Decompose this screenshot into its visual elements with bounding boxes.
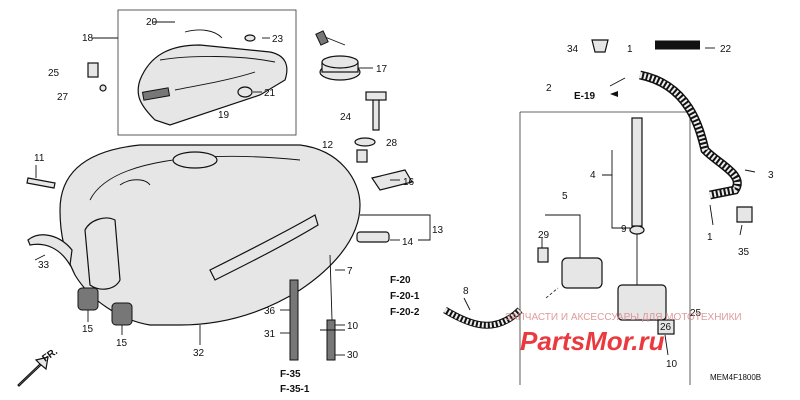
leader-line bbox=[609, 77, 626, 87]
leader-line bbox=[34, 254, 46, 261]
callout-4: 4 bbox=[590, 170, 596, 181]
callout-2: 2 bbox=[546, 83, 552, 94]
callout-10: 10 bbox=[347, 321, 359, 332]
callout-22: 22 bbox=[720, 44, 732, 55]
watermark-brand: PartsMor.ru bbox=[520, 326, 665, 356]
callout-31: 31 bbox=[264, 329, 276, 340]
callout-12: 12 bbox=[322, 140, 334, 151]
vent-hose-part bbox=[638, 70, 742, 200]
valve-lever-part bbox=[657, 319, 675, 335]
wire-part bbox=[184, 29, 223, 39]
callout-5: 5 bbox=[562, 191, 568, 202]
rubber-mount-left bbox=[77, 287, 99, 311]
overflow-hose-part bbox=[289, 279, 299, 361]
leader-line bbox=[709, 204, 714, 226]
callout-3: 3 bbox=[768, 170, 774, 181]
bolt-part bbox=[87, 62, 99, 78]
ref-f35: F-35 bbox=[280, 369, 301, 380]
callout-1-top: 1 bbox=[627, 44, 633, 55]
callout-26: 26 bbox=[660, 322, 672, 333]
fuel-tank-part bbox=[59, 144, 361, 326]
tank-cover-part bbox=[137, 44, 288, 126]
leader-line bbox=[360, 214, 431, 241]
front-arrow-icon bbox=[17, 356, 49, 387]
callout-15-right: 15 bbox=[116, 338, 128, 349]
clip-lower-part bbox=[736, 206, 753, 223]
callout-13: 13 bbox=[432, 225, 444, 236]
callout-29: 29 bbox=[538, 230, 550, 241]
mount-bolt-head bbox=[365, 91, 387, 101]
ref-f20: F-20 bbox=[390, 275, 411, 286]
callout-36: 36 bbox=[264, 306, 276, 317]
callout-20: 20 bbox=[146, 17, 158, 28]
clip-upper-part bbox=[591, 39, 609, 53]
callout-34: 34 bbox=[567, 44, 579, 55]
callout-19: 19 bbox=[218, 110, 230, 121]
callout-23: 23 bbox=[272, 34, 284, 45]
callout-6: 7 bbox=[347, 266, 353, 277]
leader-line bbox=[463, 297, 471, 311]
ref-f35-1: F-35-1 bbox=[280, 384, 310, 395]
ref-f20-1: F-20-1 bbox=[390, 291, 420, 302]
callout-25-top: 25 bbox=[48, 68, 60, 79]
callout-11: 11 bbox=[34, 153, 45, 164]
callout-30: 30 bbox=[347, 350, 359, 361]
screw-part bbox=[537, 247, 549, 263]
washer-part bbox=[99, 84, 107, 92]
diagram-code: MEM4F1800B bbox=[710, 373, 761, 382]
callout-14: 14 bbox=[402, 237, 414, 248]
callout-33: 33 bbox=[38, 260, 50, 271]
callout-21: 21 bbox=[264, 88, 276, 99]
callout-16: 16 bbox=[403, 177, 415, 188]
leader-line bbox=[744, 169, 756, 173]
callout-32: 32 bbox=[193, 348, 205, 359]
leader-line bbox=[664, 334, 669, 356]
emblem-part bbox=[26, 177, 56, 189]
callout-28: 28 bbox=[386, 138, 398, 149]
ref-arrow-icon bbox=[610, 91, 618, 97]
drain-hose-part bbox=[326, 319, 336, 361]
callout-8: 9 bbox=[621, 224, 627, 235]
grommet-part bbox=[244, 34, 256, 42]
callout-17: 17 bbox=[376, 64, 388, 75]
fuel-cap-part bbox=[315, 30, 361, 81]
o-ring-part bbox=[629, 225, 645, 235]
cover-group-frame bbox=[117, 9, 297, 136]
leader-line bbox=[602, 150, 613, 176]
ref-dashed-line bbox=[545, 287, 559, 299]
callout-9: 10 bbox=[666, 359, 678, 370]
ref-e19: E-19 bbox=[574, 91, 596, 102]
callout-18: 18 bbox=[82, 33, 94, 44]
valve-cover-part bbox=[561, 257, 603, 289]
callout-24: 24 bbox=[340, 112, 352, 123]
ref-f20-2: F-20-2 bbox=[390, 307, 420, 318]
leader-line bbox=[739, 224, 743, 236]
bushing-part bbox=[356, 149, 368, 163]
collar-part bbox=[354, 137, 376, 147]
callout-27: 27 bbox=[57, 92, 69, 103]
callout-1-bottom: 1 bbox=[707, 232, 713, 243]
callout-7: 8 bbox=[463, 286, 469, 297]
watermark-tagline: ЗАПЧАСТИ И АКСЕССУАРЫ ДЛЯ МОТОТЕХНИКИ bbox=[505, 312, 742, 323]
fuel-valve-body-part bbox=[617, 284, 667, 321]
rubber-mount-right bbox=[111, 302, 133, 326]
callout-35: 35 bbox=[738, 247, 750, 258]
leader-line bbox=[545, 214, 581, 258]
cushion-part bbox=[356, 231, 390, 243]
valve-strainer-part bbox=[631, 117, 643, 227]
callout-15-left: 15 bbox=[82, 324, 94, 335]
nut-part bbox=[237, 86, 253, 98]
callout-25-right: 25 bbox=[690, 308, 702, 319]
breather-hose-part bbox=[329, 254, 333, 321]
leader-line bbox=[611, 175, 630, 229]
trim-part bbox=[27, 234, 73, 267]
